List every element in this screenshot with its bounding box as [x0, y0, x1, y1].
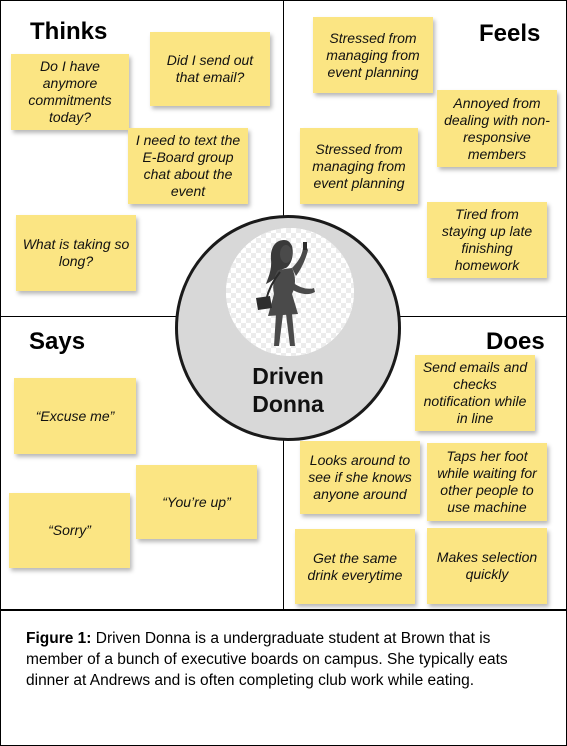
feels-title: Feels — [479, 20, 541, 47]
sticky-note: “You’re up” — [136, 465, 257, 539]
sticky-note: I need to text the E-Board group chat ab… — [128, 128, 248, 204]
sticky-note: Taps her foot while waiting for other pe… — [427, 443, 547, 521]
sticky-note: Makes selection quickly — [427, 528, 547, 604]
sticky-note: Annoyed from dealing with non-responsive… — [437, 90, 557, 167]
does-title: Does — [486, 328, 545, 355]
figure-caption: Figure 1: Driven Donna is a undergraduat… — [26, 628, 546, 691]
caption-divider — [0, 609, 567, 611]
sticky-note: Tired from staying up late finishing hom… — [427, 202, 547, 278]
caption-label: Figure 1: — [26, 630, 92, 647]
woman-silhouette-icon — [226, 228, 354, 356]
sticky-note: Get the same drink everytime — [295, 529, 415, 604]
sticky-note: Stressed from managing from event planni… — [300, 128, 418, 204]
sticky-note: Looks around to see if she knows anyone … — [300, 441, 420, 514]
sticky-note: Do I have anymore commitments today? — [11, 54, 129, 130]
sticky-note: Stressed from managing from event planni… — [313, 17, 433, 93]
persona-name-line2: Donna — [252, 391, 324, 417]
sticky-note: What is taking so long? — [16, 215, 136, 291]
sticky-note: Send emails and checks notification whil… — [415, 355, 535, 431]
sticky-note: “Excuse me” — [14, 378, 136, 454]
thinks-title: Thinks — [30, 18, 108, 45]
sticky-note: Did I send out that email? — [150, 32, 270, 106]
caption-text: Driven Donna is a undergraduate student … — [26, 630, 508, 689]
sticky-note: “Sorry” — [9, 493, 130, 568]
persona-name: Driven Donna — [175, 362, 401, 418]
says-title: Says — [29, 328, 86, 355]
persona-name-line1: Driven — [252, 363, 324, 389]
